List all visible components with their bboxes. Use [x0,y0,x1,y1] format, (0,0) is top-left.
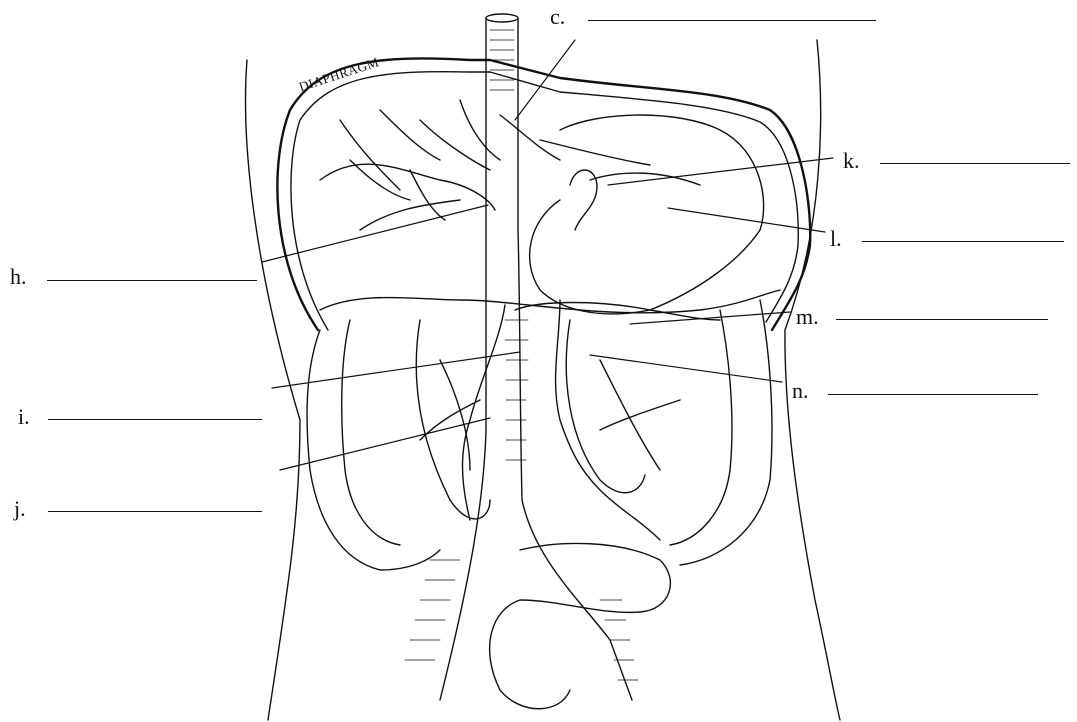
aorta-top [486,14,518,22]
answer-blank-m[interactable] [836,319,1048,320]
leader-j [280,418,490,470]
leader-h [262,205,488,262]
aorta-hatching [405,30,638,680]
diaphragm-inner [291,72,798,330]
hepatic-branches [320,100,650,230]
label-m: m. [796,306,819,328]
leader-i [272,352,520,388]
answer-blank-l[interactable] [862,241,1064,242]
descending-colon [680,300,772,565]
leader-c [515,40,575,120]
ascending-colon-inner [342,320,400,545]
leader-l [668,208,825,232]
label-h: h. [10,266,27,288]
answer-blank-h[interactable] [47,280,257,281]
leader-n [590,355,782,382]
answer-blank-i[interactable] [48,419,262,420]
stomach-curvature [590,173,700,185]
answer-blank-j[interactable] [48,511,262,512]
label-n: n. [792,380,809,402]
sigmoid-colon [490,543,671,708]
leader-lines [262,40,833,470]
label-i: i. [18,406,30,428]
answer-blank-n[interactable] [828,394,1038,395]
label-j: j. [14,498,26,520]
descending-colon-inner [670,310,732,545]
mesenteric-vessels [420,300,720,540]
answer-blank-k[interactable] [880,163,1070,164]
leader-k [608,158,833,185]
aorta-tube-left [440,18,486,700]
label-l: l. [830,228,842,250]
diaphragm-outer [277,58,810,330]
label-c: c. [550,6,565,28]
answer-blank-c[interactable] [588,20,876,21]
label-k: k. [843,150,860,172]
transverse-colon [320,290,780,313]
stomach-outline [530,115,764,314]
